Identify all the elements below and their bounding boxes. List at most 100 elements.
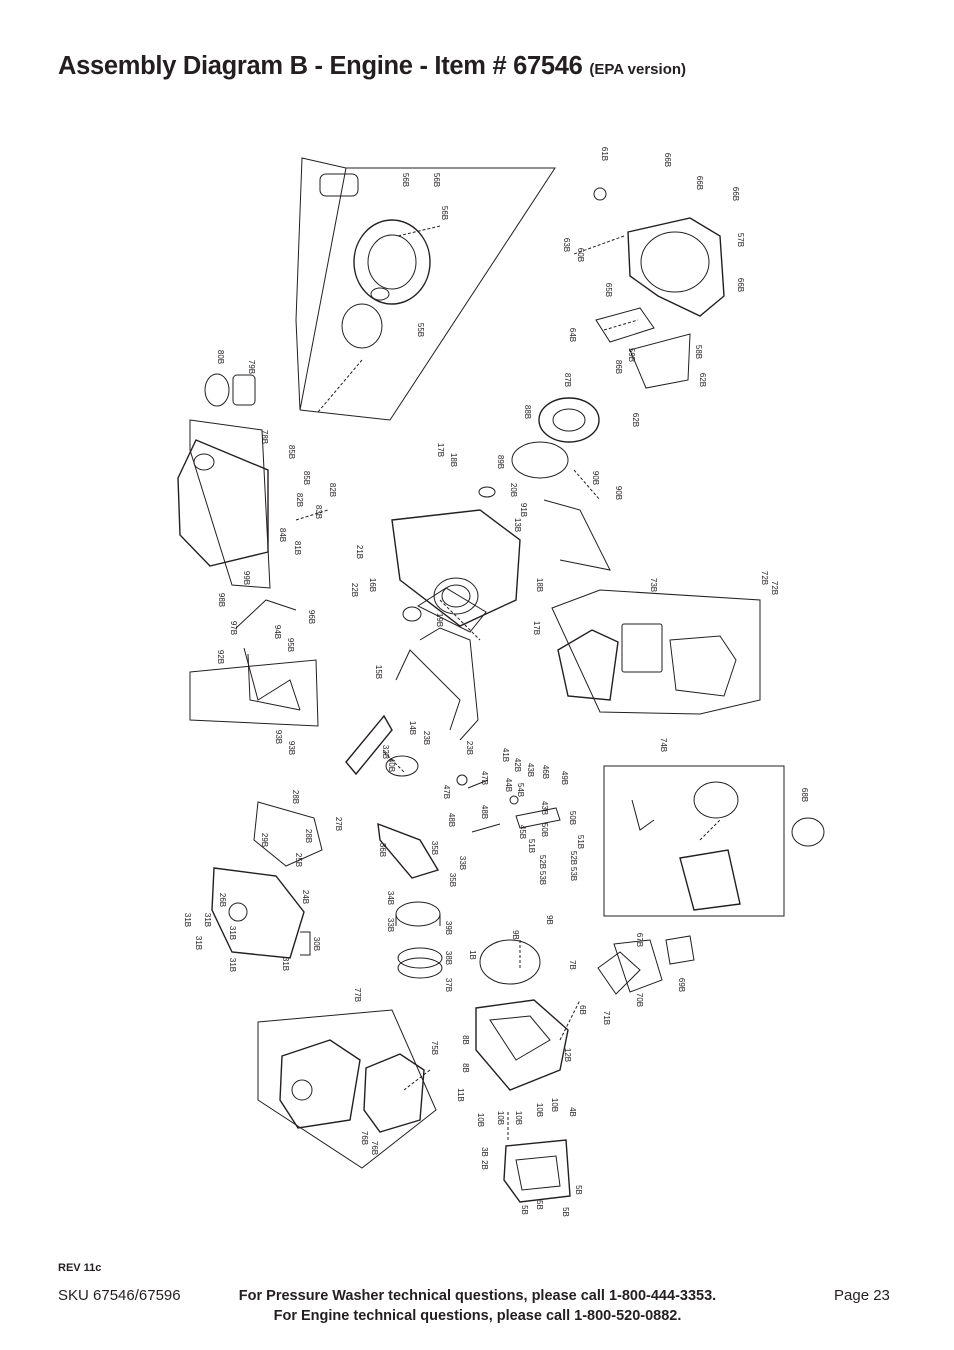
part-callout: 45B (518, 825, 527, 839)
part-callout: 9B (511, 930, 520, 940)
part-callout: 70B (635, 993, 644, 1007)
part-callout: 5B (535, 1200, 544, 1210)
cylinder-block (391, 509, 521, 627)
part-callout: 49B (560, 771, 569, 785)
part-callout: 90B (614, 486, 623, 500)
part-callout: 31B (281, 957, 290, 971)
sku-label: SKU 67546/67596 (58, 1287, 181, 1304)
part-callout: 17B (532, 621, 541, 635)
part-callout: 24B (301, 890, 310, 904)
part-callout: 52B (538, 855, 547, 869)
part-callout: 29B (260, 833, 269, 847)
part-callout: 89B (496, 455, 505, 469)
starter-frame (295, 157, 556, 421)
part-callout: 18B (535, 578, 544, 592)
crankcase-gasket (253, 801, 323, 867)
part-callout: 35B (448, 873, 457, 887)
part-callout: 62B (631, 413, 640, 427)
part-callout: 21B (355, 545, 364, 559)
part-callout: 11B (456, 1088, 465, 1102)
part-callout: 51B (576, 835, 585, 849)
crankshaft (345, 714, 393, 776)
part-callout: 62B (698, 373, 707, 387)
part-callout: 28B (291, 790, 300, 804)
muffler-frame (257, 1009, 437, 1169)
part-callout: 43B (526, 763, 535, 777)
part-callout: 72B (770, 581, 779, 595)
part-callout: 84B (278, 528, 287, 542)
crankcase-cover (211, 867, 305, 959)
part-callout: 65B (604, 283, 613, 297)
throttle-bracket (243, 647, 301, 711)
part-callout: 34B (386, 891, 395, 905)
part-callout: 76B (360, 1131, 369, 1145)
connecting-rod (377, 822, 440, 879)
governor-arm (235, 599, 301, 711)
part-callout: 96B (307, 610, 316, 624)
part-callout: 74B (659, 738, 668, 752)
part-callout: 20B (509, 483, 518, 497)
part-callout: 15B (374, 665, 383, 679)
part-callout: 66B (695, 176, 704, 190)
part-callout: 80B (216, 350, 225, 364)
part-callout: 59B (627, 348, 636, 362)
part-callout: 56B (440, 206, 449, 220)
air-cleaner-frame (551, 589, 761, 715)
lower-shroud (629, 333, 691, 389)
part-callout: 56B (401, 173, 410, 187)
carburetor-frame (603, 765, 785, 917)
part-callout: 61B (600, 147, 609, 161)
part-callout: 28B (304, 829, 313, 843)
part-callout: 58B (694, 345, 703, 359)
part-callout: 67B (635, 933, 644, 947)
part-callout: 25B (294, 853, 303, 867)
part-callout: 38B (444, 951, 453, 965)
air-cleaner-base (669, 635, 737, 697)
part-callout: 76B (370, 1141, 379, 1155)
part-callout: 23B (422, 731, 431, 745)
part-callout: 6B (578, 1005, 587, 1015)
revision-label: REV 11c (58, 1262, 102, 1274)
part-callout: 85B (302, 471, 311, 485)
part-callout: 52B (569, 851, 578, 865)
ignition-wire (419, 627, 479, 741)
intake-manifold (613, 939, 663, 993)
part-callout: 93B (287, 741, 296, 755)
muffler (363, 1053, 425, 1133)
page-number: Page 23 (834, 1287, 890, 1304)
part-callout: 2B (480, 1160, 489, 1170)
valve-cover (503, 1139, 571, 1203)
part-callout: 68B (800, 788, 809, 802)
cylinder-head (475, 999, 569, 1091)
page-title: Assembly Diagram B - Engine - Item # 675… (58, 52, 686, 81)
part-callout: 12B (563, 1048, 572, 1062)
part-callout: 8B (461, 1035, 470, 1045)
fuel-tank-frame (189, 419, 271, 589)
piston-rings (397, 947, 443, 969)
part-callout: 33B (386, 918, 395, 932)
part-callout: 5B (574, 1185, 583, 1195)
engine-help-line: For Engine technical questions, please c… (273, 1308, 682, 1324)
part-callout: 72B (760, 571, 769, 585)
part-callout: 44B (504, 778, 513, 792)
part-callout: 94B (273, 625, 282, 639)
part-callout: 14B (408, 721, 417, 735)
part-callout: 37B (444, 978, 453, 992)
part-callout: 86B (614, 360, 623, 374)
part-callout: 10B (496, 1111, 505, 1125)
part-callout: 57B (736, 233, 745, 247)
part-callout: 63B (562, 238, 571, 252)
manifold-gasket (665, 935, 695, 965)
part-callout: 32B (381, 745, 390, 759)
pressure-washer-help-line: For Pressure Washer technical questions,… (238, 1288, 717, 1304)
part-callout: 91B (519, 503, 528, 517)
part-callout: 81B (293, 541, 302, 555)
part-callout: 10B (514, 1111, 523, 1125)
part-callout: 83B (314, 505, 323, 519)
title-suffix: (EPA version) (589, 61, 687, 78)
part-callout: 26B (218, 893, 227, 907)
part-callout: 64B (568, 328, 577, 342)
part-callout: 95B (286, 638, 295, 652)
